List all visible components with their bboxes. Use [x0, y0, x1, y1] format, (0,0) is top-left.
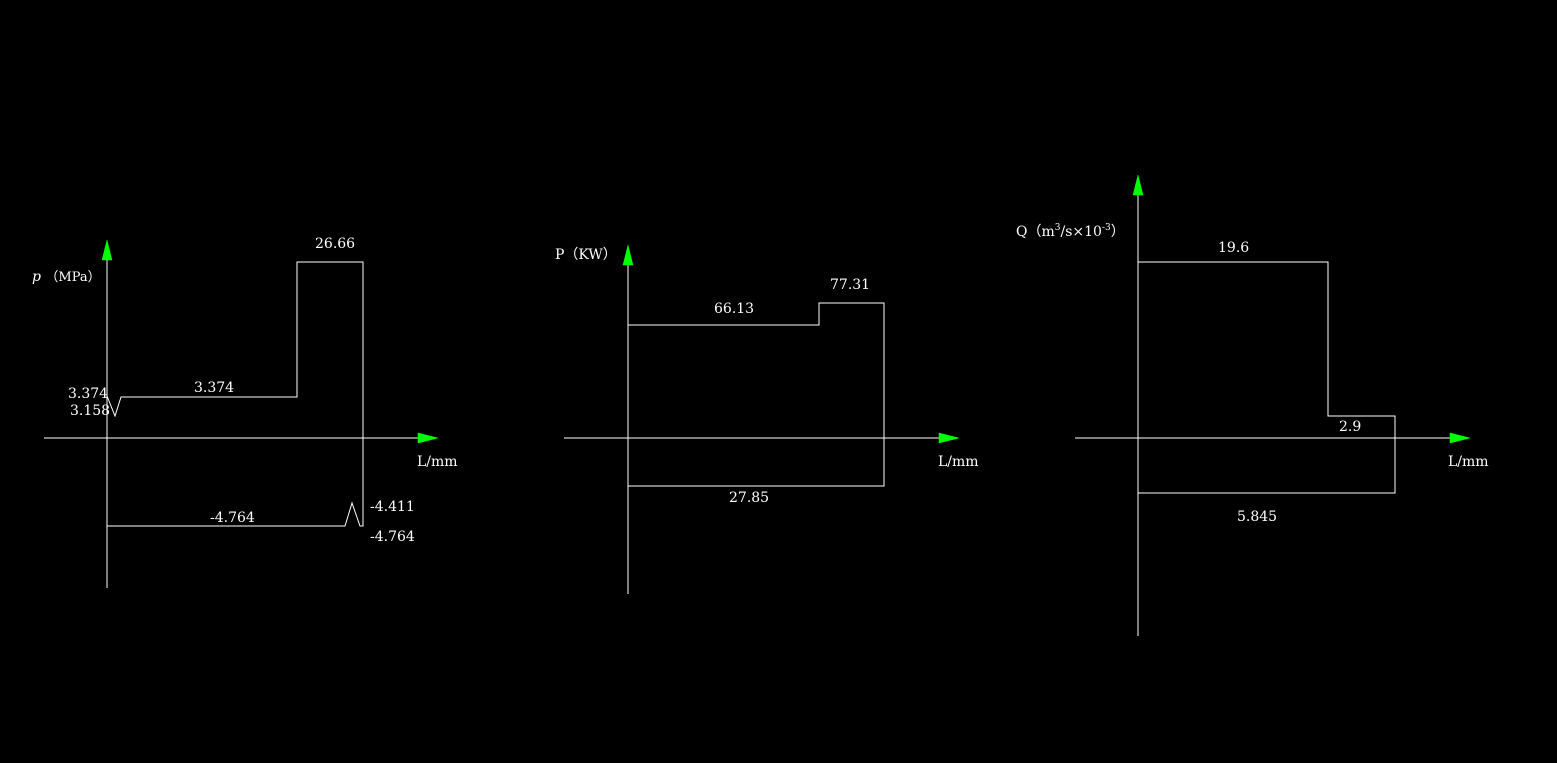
y-axis-arrow-icon — [1132, 174, 1144, 196]
x-axis-label: L/mm — [938, 454, 979, 470]
data-label-plateau: 19.6 — [1218, 240, 1249, 256]
y-axis-arrow-icon — [622, 244, 634, 266]
power-curve-upper — [628, 302, 885, 438]
data-label-peak: 77.31 — [830, 277, 870, 293]
data-label-negative-end: -4.764 — [370, 529, 415, 545]
data-label-plateau: 3.374 — [194, 380, 234, 396]
flow-curve-lower — [1138, 438, 1396, 494]
y-axis-label-sup: 3 — [1055, 223, 1061, 233]
y-axis-label: p （MPa） — [32, 269, 101, 285]
data-label-negative: 5.845 — [1237, 509, 1277, 525]
pressure-curve-lower — [107, 438, 364, 527]
flow-curve-upper — [1138, 261, 1396, 438]
data-label-negative-plateau: -4.764 — [210, 510, 255, 526]
x-axis-arrow-icon — [417, 432, 439, 444]
x-axis-arrow-icon — [1449, 432, 1471, 444]
x-axis-label: L/mm — [417, 454, 458, 470]
y-axis-label-part: /s×10 — [1061, 224, 1102, 240]
y-axis-label-part: Q（m — [1016, 224, 1055, 240]
power-curve-lower — [628, 438, 885, 487]
data-label-negative: 27.85 — [729, 490, 769, 506]
data-label-step: 2.9 — [1339, 419, 1361, 435]
y-axis-arrow-icon — [101, 239, 113, 261]
y-axis-symbol: p — [32, 269, 41, 285]
pressure-curve-upper — [106, 261, 364, 438]
x-axis-label: L/mm — [1448, 454, 1489, 470]
pressure-chart: p （MPa） L/mm 3.374 3.158 3.374 26.66 -4.… — [32, 236, 458, 588]
data-label-peak: 26.66 — [315, 236, 355, 252]
data-label-start-peak: 3.374 — [68, 386, 108, 402]
y-axis-label-sup: -3 — [1102, 223, 1111, 233]
y-axis-unit: （MPa） — [45, 270, 100, 285]
y-axis-label-part: ） — [1111, 224, 1125, 240]
power-chart: P（KW） L/mm 66.13 77.31 27.85 — [555, 244, 979, 594]
data-label-negative-spike: -4.411 — [370, 499, 415, 515]
y-axis-label: Q（m3/s×10-3） — [1016, 223, 1125, 240]
flow-chart: Q（m3/s×10-3） L/mm 19.6 2.9 5.845 — [1016, 174, 1489, 636]
data-label-start-dip: 3.158 — [70, 403, 110, 419]
x-axis-arrow-icon — [938, 432, 960, 444]
data-label-plateau: 66.13 — [714, 301, 754, 317]
y-axis-label: P（KW） — [555, 247, 617, 263]
